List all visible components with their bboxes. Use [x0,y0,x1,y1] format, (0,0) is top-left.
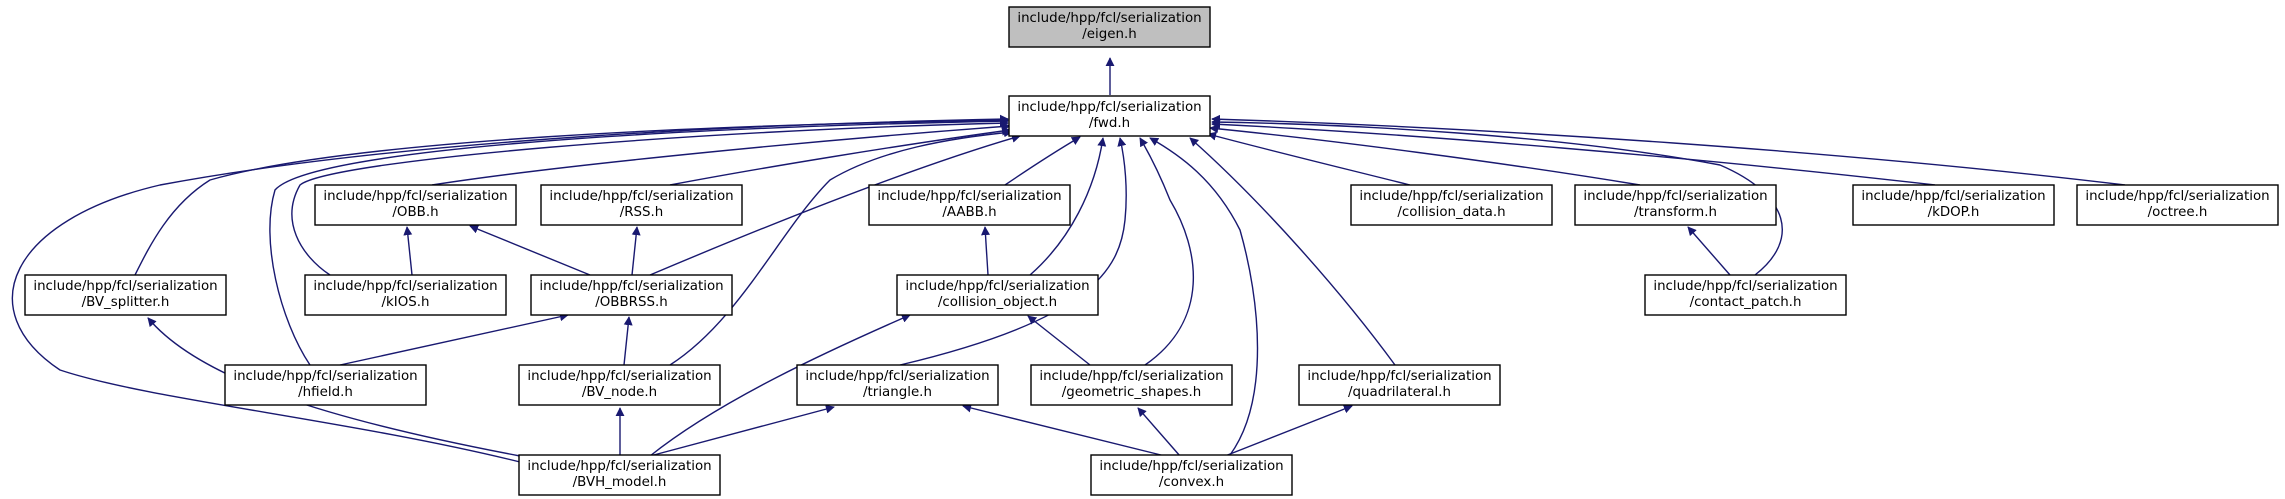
node-obbrss[interactable]: include/hpp/fcl/serialization /OBBRSS.h [530,274,733,316]
node-collision_object-line1: include/hpp/fcl/serialization [905,279,1089,294]
node-triangle[interactable]: include/hpp/fcl/serialization /triangle.… [796,364,999,406]
edge-convex-triangle [962,403,1166,457]
node-quadrilateral[interactable]: include/hpp/fcl/serialization /quadrilat… [1298,364,1501,406]
node-triangle-line1: include/hpp/fcl/serialization [805,369,989,384]
edge-collision_data-fwd [1207,131,1411,186]
node-aabb-line1: include/hpp/fcl/serialization [877,189,1061,204]
edge-hfield-fwd [269,116,1009,366]
node-bv_node[interactable]: include/hpp/fcl/serialization /BV_node.h [518,364,721,406]
edge-kdop-fwd [1211,119,1936,186]
node-octree-line2: /octree.h [2148,205,2208,220]
node-convex-line2: /convex.h [1159,475,1224,490]
edge-obb-fwd [431,122,1011,186]
node-transform[interactable]: include/hpp/fcl/serialization /transform… [1574,184,1777,226]
node-obb[interactable]: include/hpp/fcl/serialization /OBB.h [314,184,517,226]
edge-convex-quadrilateral [1224,404,1353,457]
node-quadrilateral-line2: /quadrilateral.h [1348,385,1451,400]
node-triangle-line2: /triangle.h [863,385,932,400]
node-bv_splitter-line1: include/hpp/fcl/serialization [33,279,217,294]
node-aabb[interactable]: include/hpp/fcl/serialization /AABB.h [868,184,1071,226]
node-bv_splitter-line2: /BV_splitter.h [82,295,170,310]
node-contact_patch[interactable]: include/hpp/fcl/serialization /contact_p… [1644,274,1847,316]
edge-kios-obb [403,226,413,276]
node-collision_data-line2: /collision_data.h [1397,205,1505,220]
edge-bvh_model-fwd [11,114,1009,463]
edge-geometric_shapes-collision_object [1027,315,1091,366]
edge-bv_node-obbrss [623,316,633,366]
node-collision_object[interactable]: include/hpp/fcl/serialization /collision… [896,274,1099,316]
node-hfield[interactable]: include/hpp/fcl/serialization /hfield.h [224,364,427,406]
node-bvh_model[interactable]: include/hpp/fcl/serialization /BVH_model… [518,454,721,496]
edge-quadrilateral-fwd [1189,137,1396,366]
edge-hfield-obbrss [339,312,569,366]
node-rss-line1: include/hpp/fcl/serialization [549,189,733,204]
node-kdop-line1: include/hpp/fcl/serialization [1861,189,2045,204]
node-geometric_shapes[interactable]: include/hpp/fcl/serialization /geometric… [1030,364,1233,406]
edge-convex-fwd [1149,137,1259,456]
edge-obbrss-obb [469,224,591,276]
node-fwd-line2: /fwd.h [1089,116,1130,131]
edge-collision_object-fwd [1029,137,1107,276]
node-kdop-line2: /kDOP.h [1928,205,1980,220]
node-collision_data[interactable]: include/hpp/fcl/serialization /collision… [1350,184,1553,226]
edge-transform-fwd [1209,124,1641,186]
node-aabb-line2: /AABB.h [942,205,996,220]
node-geometric_shapes-line2: /geometric_shapes.h [1062,385,1201,400]
node-obbrss-line2: /OBBRSS.h [595,295,667,310]
edge-geometric_shapes-fwd [1139,137,1195,366]
node-fwd[interactable]: include/hpp/fcl/serialization /fwd.h [1008,95,1211,137]
node-collision_data-line1: include/hpp/fcl/serialization [1359,189,1543,204]
edge-obbrss-fwd [649,133,1021,276]
node-obb-line1: include/hpp/fcl/serialization [323,189,507,204]
edge-bv_node-fwd [669,128,1013,366]
node-kios-line1: include/hpp/fcl/serialization [313,279,497,294]
node-bvh_model-line1: include/hpp/fcl/serialization [527,459,711,474]
node-convex[interactable]: include/hpp/fcl/serialization /convex.h [1090,454,1293,496]
graph-edges [11,57,2126,463]
edge-aabb-fwd [1004,136,1081,186]
edge-collision_object-aabb [981,226,990,276]
edge-rss-fwd [669,126,1011,186]
node-transform-line1: include/hpp/fcl/serialization [1583,189,1767,204]
node-hfield-line2: /hfield.h [298,385,353,400]
edge-contact_patch-fwd [1211,117,1783,276]
edge-bvh_model-triangle [649,404,835,457]
node-bv_node-line2: /BV_node.h [582,385,657,400]
edge-bvh_model-collision_object [649,314,911,457]
node-transform-line2: /transform.h [1634,205,1717,220]
node-eigen-line2: /eigen.h [1082,27,1136,42]
node-octree-line1: include/hpp/fcl/serialization [2085,189,2269,204]
edge-octree-fwd [1211,114,2126,186]
node-contact_patch-line1: include/hpp/fcl/serialization [1653,279,1837,294]
edge-kios-fwd [291,118,1009,276]
node-kios-line2: /kIOS.h [382,295,430,310]
node-eigen[interactable]: include/hpp/fcl/serialization /eigen.h [1008,6,1211,48]
edge-triangle-fwd [899,137,1127,366]
node-hfield-line1: include/hpp/fcl/serialization [233,369,417,384]
node-quadrilateral-line1: include/hpp/fcl/serialization [1307,369,1491,384]
node-geometric_shapes-line1: include/hpp/fcl/serialization [1039,369,1223,384]
graph-nodes: include/hpp/fcl/serialization /eigen.h i… [24,6,2279,496]
edge-obbrss-rss [631,226,641,276]
node-fwd-line1: include/hpp/fcl/serialization [1017,100,1201,115]
node-contact_patch-line2: /contact_patch.h [1690,295,1802,310]
node-kdop[interactable]: include/hpp/fcl/serialization /kDOP.h [1852,184,2055,226]
node-collision_object-line2: /collision_object.h [938,295,1057,310]
node-obbrss-line1: include/hpp/fcl/serialization [539,279,723,294]
node-octree[interactable]: include/hpp/fcl/serialization /octree.h [2076,184,2279,226]
node-eigen-line1: include/hpp/fcl/serialization [1017,11,1201,26]
node-obb-line2: /OBB.h [392,205,438,220]
edge-convex-geometric_shapes [1137,407,1181,457]
node-kios[interactable]: include/hpp/fcl/serialization /kIOS.h [304,274,507,316]
node-bv_splitter[interactable]: include/hpp/fcl/serialization /BV_splitt… [24,274,227,316]
edge-contact_patch-transform [1687,226,1731,276]
node-bvh_model-line2: /BVH_model.h [573,475,667,490]
node-convex-line1: include/hpp/fcl/serialization [1099,459,1283,474]
node-rss-line2: /RSS.h [620,205,664,220]
node-rss[interactable]: include/hpp/fcl/serialization /RSS.h [540,184,743,226]
node-bv_node-line1: include/hpp/fcl/serialization [527,369,711,384]
